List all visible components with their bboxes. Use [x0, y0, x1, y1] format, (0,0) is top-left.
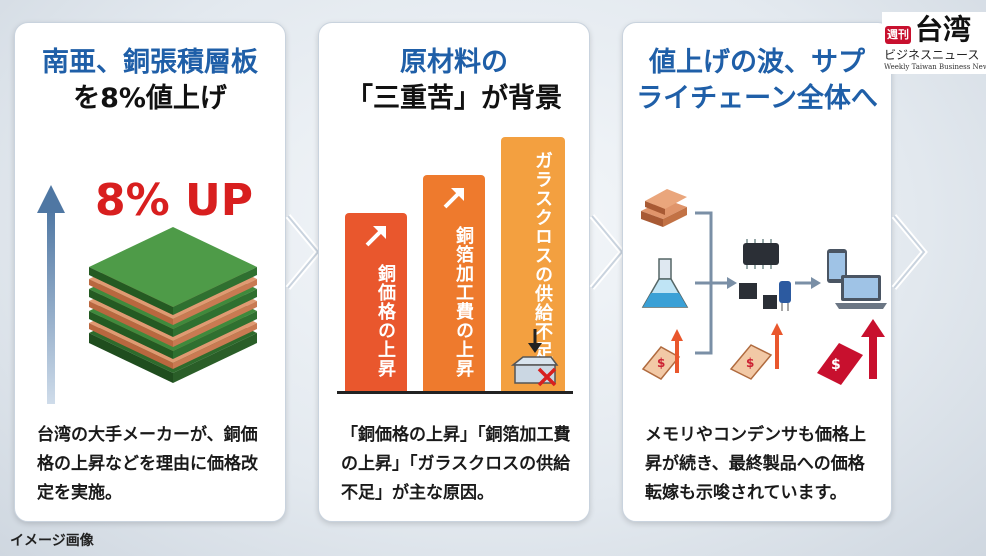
panel1-title-line1: 南亜、銅張積層板 — [42, 47, 258, 78]
bar3-label: ガラスクロスの供給不足 — [532, 151, 553, 360]
price-tag-icon: $ — [641, 346, 681, 380]
box-shortage-icon — [510, 329, 559, 387]
chevron-right-icon — [891, 214, 928, 290]
price-tag-red-icon: $ — [817, 343, 863, 385]
logo-subtitle: ビジネスニュース — [884, 48, 980, 62]
panel2-description: 「銅価格の上昇」「銅箔加工費の上昇」「ガラスクロスの供給不足」が主な原因。 — [341, 425, 571, 503]
up-arrow-icon — [47, 209, 55, 404]
chip-icon — [739, 239, 779, 309]
chart-baseline — [337, 391, 573, 394]
panel-raw-materials: 原材料の 「三重苦」が背景 銅価格の上昇 銅箔加工費の上昇 ガラスクロスの供給不… — [318, 22, 590, 522]
bar-copper-price: 銅価格の上昇 — [345, 213, 407, 391]
panel3-title-line2: ライチェーン全体へ — [636, 83, 878, 114]
panel2-title: 原材料の 「三重苦」が背景 — [319, 45, 589, 117]
price-tag-icon: $ — [729, 344, 773, 380]
logo-english: Weekly Taiwan Business News — [884, 63, 986, 71]
svg-text:$: $ — [831, 357, 841, 373]
bar2-label: 銅箔加工費の上昇 — [453, 226, 474, 379]
panel3-description: メモリやコンデンサも価格上昇が続き、最終製品への価格転嫁も示唆されています。 — [645, 425, 866, 503]
panel1-description: 台湾の大手メーカーが、銅価格の上昇などを理由に価格改定を実施。 — [37, 425, 258, 503]
publisher-logo: 週刊 台湾 ビジネスニュース Weekly Taiwan Business Ne… — [882, 12, 986, 74]
laptop-icon — [835, 275, 887, 309]
copper-ingot-icon — [641, 189, 687, 227]
svg-text:$: $ — [657, 356, 665, 370]
panel-price-increase: 南亜、銅張積層板 を8%値上げ 8% UP — [14, 22, 286, 522]
svg-text:$: $ — [746, 356, 754, 370]
bar-copper-foil-cost: 銅箔加工費の上昇 — [423, 175, 485, 391]
logo-badge: 週刊 — [885, 26, 911, 44]
up-arrow-icon — [365, 226, 386, 247]
panel-supply-chain: 値上げの波、サプ ライチェーン全体へ $ — [622, 22, 892, 522]
capacitor-icon — [779, 281, 791, 311]
image-caption: イメージ画像 — [10, 533, 94, 549]
up-badge: 8% UP — [95, 175, 253, 226]
panel2-title-line2: 「三重苦」が背景 — [346, 83, 562, 114]
bar1-label: 銅価格の上昇 — [375, 264, 396, 379]
panel2-title-line1: 原材料の — [400, 47, 508, 78]
laminate-stack-illustration — [37, 185, 257, 404]
smartphone-icon — [827, 249, 847, 283]
panel3-title-line1: 値上げの波、サプ — [649, 47, 865, 78]
panel3-title: 値上げの波、サプ ライチェーン全体へ — [623, 45, 891, 117]
up-arrow-icon — [443, 188, 464, 209]
logo-name: 台湾 — [915, 13, 972, 46]
flask-icon — [641, 258, 689, 308]
panel1-title: 南亜、銅張積層板 を8%値上げ — [15, 45, 285, 117]
panel1-title-line2: を8%値上げ — [73, 83, 227, 114]
supply-chain-illustration: $ — [641, 189, 887, 385]
